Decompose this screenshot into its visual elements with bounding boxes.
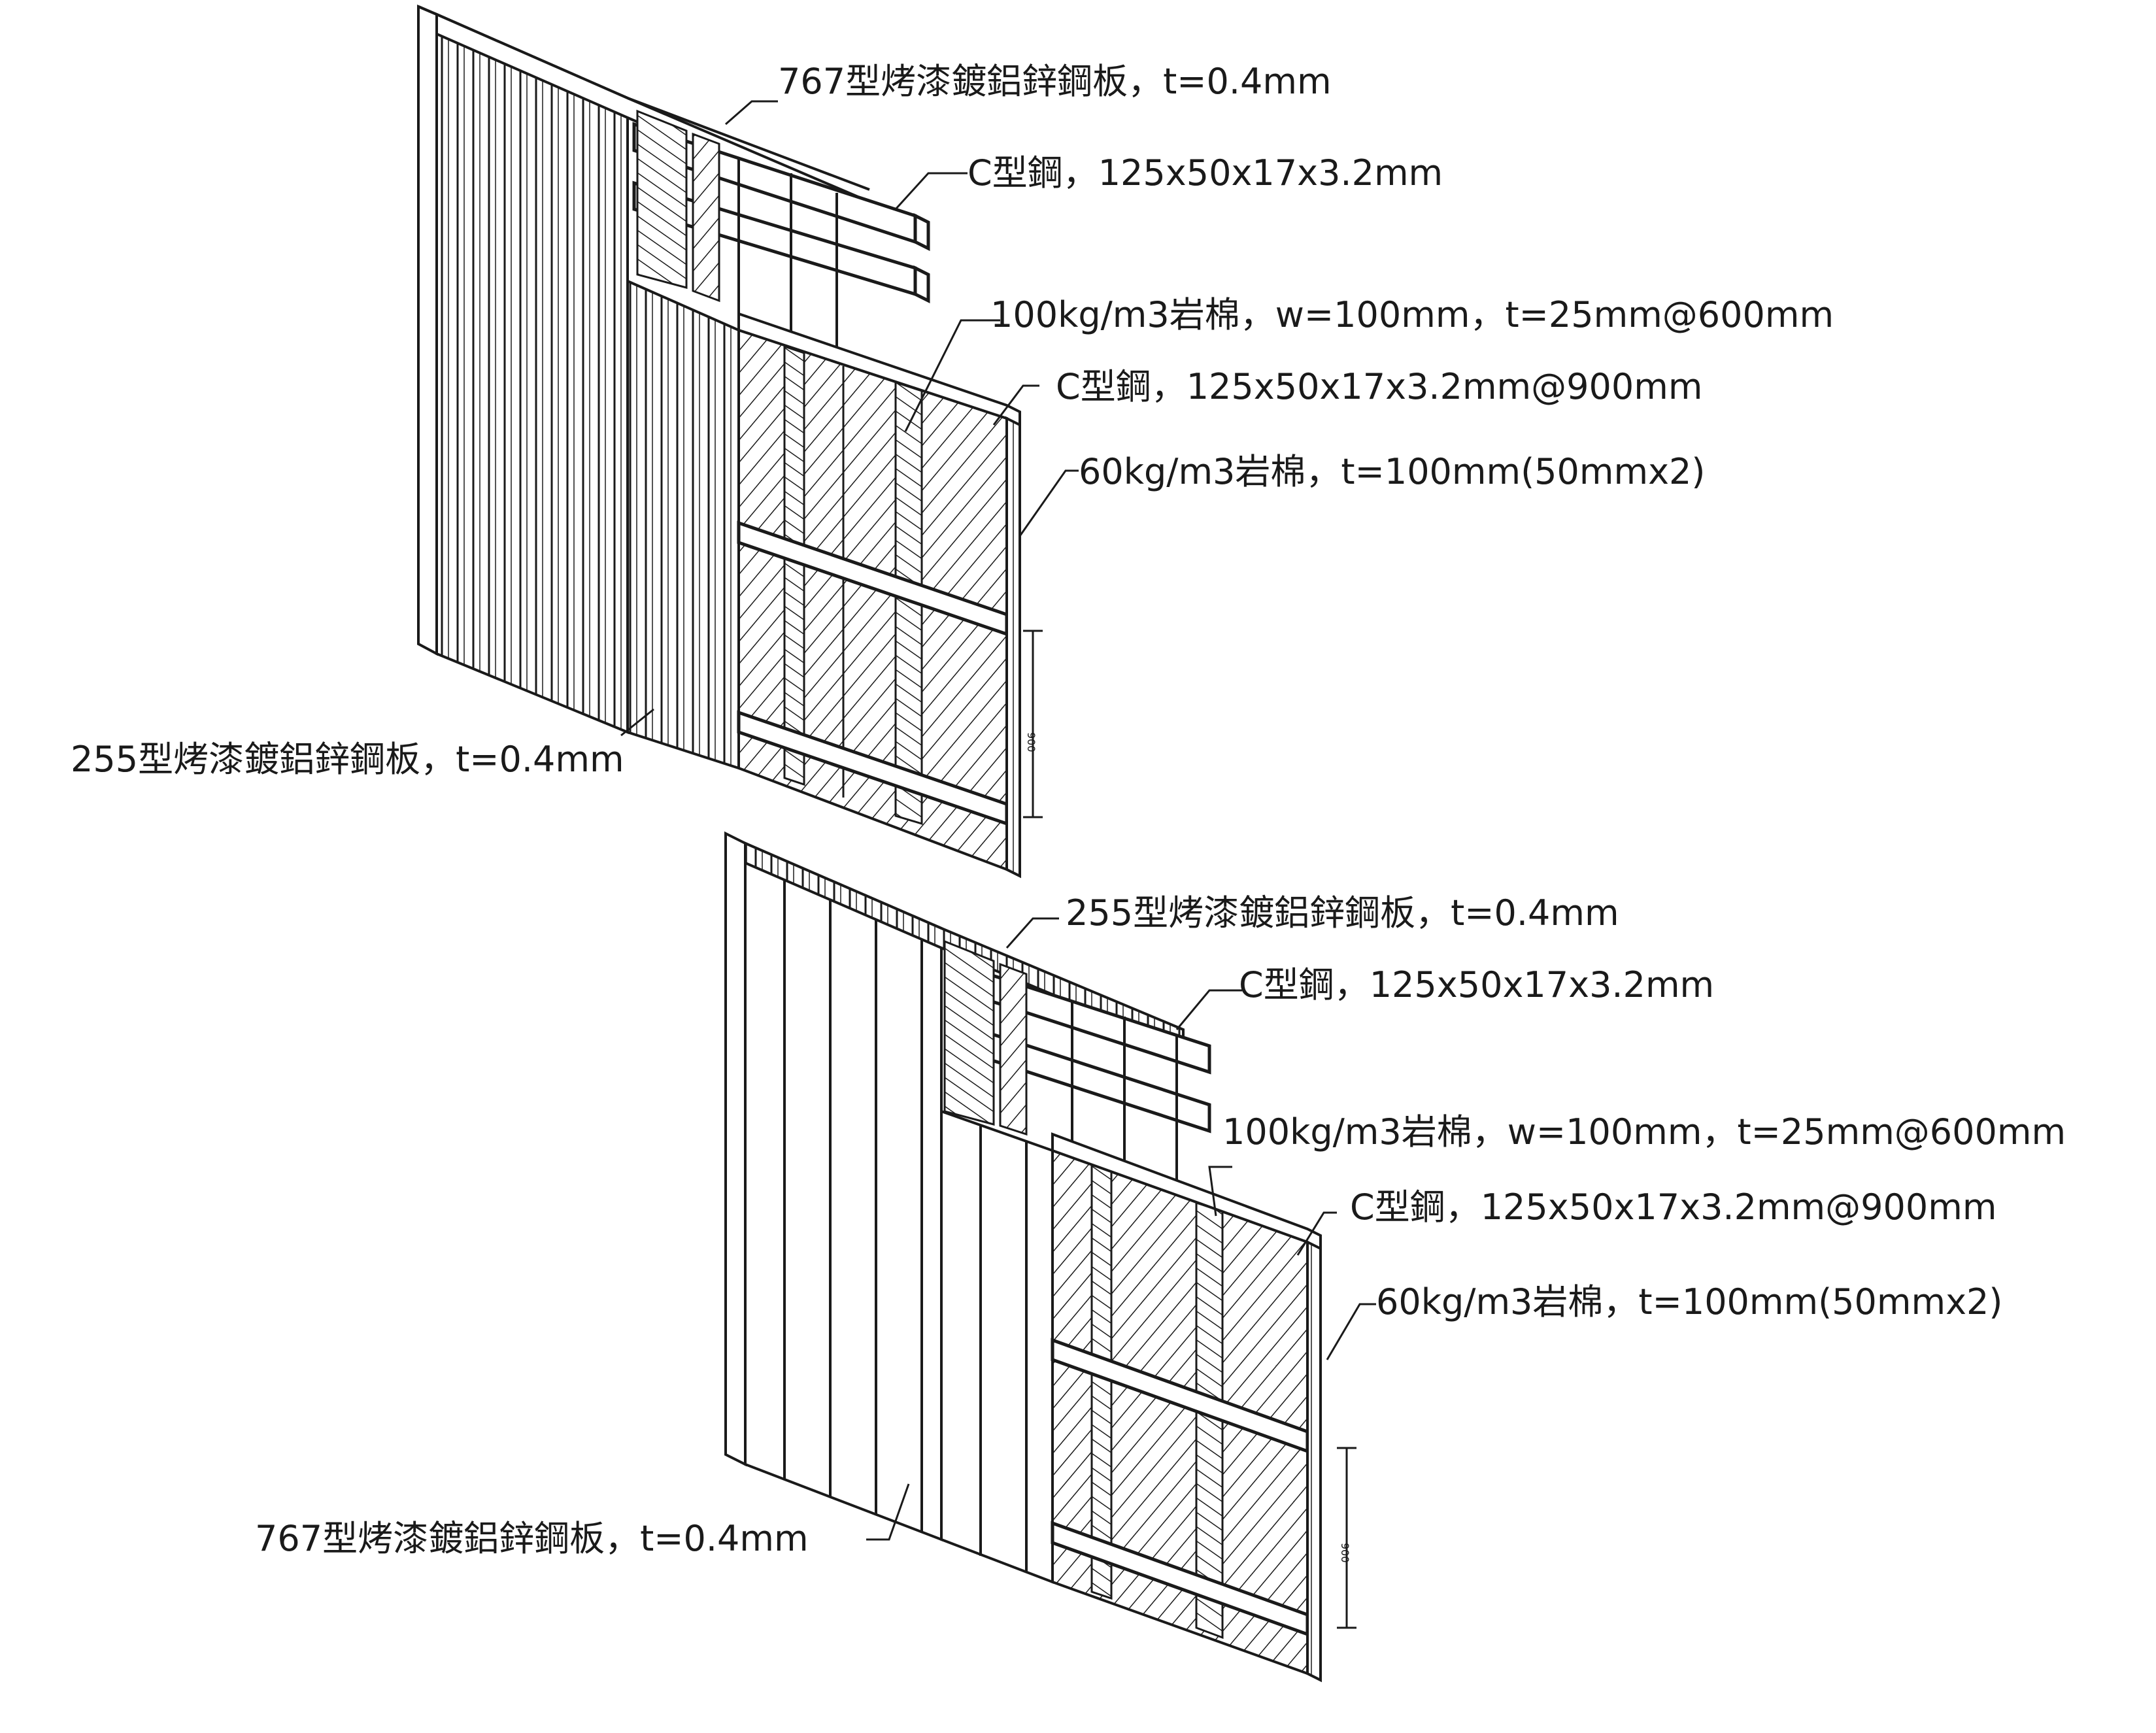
upper-label-girt-top: C型鋼，125x50x17x3.2mm	[968, 152, 1443, 193]
upper-outer-panel-255	[417, 4, 740, 770]
lower-rock-wool-60	[1051, 1149, 1309, 1675]
lower-main-girts	[1051, 1132, 1322, 1683]
upper-assembly: 900	[417, 4, 1079, 879]
lower-label-girt-top: C型鋼，125x50x17x3.2mm	[1239, 964, 1715, 1005]
upper-label-outer-panel: 255型烤漆鍍鋁鋅鋼板，t=0.4mm	[71, 739, 624, 780]
upper-dimension: 900	[1023, 630, 1043, 818]
lower-label-wool: 60kg/m3岩棉，t=100mm(50mmx2)	[1376, 1281, 2003, 1322]
lower-label-dense-wool: 100kg/m3岩棉，w=100mm，t=25mm@600mm	[1222, 1111, 2066, 1153]
lower-assembly: 900	[724, 831, 1376, 1683]
lower-label-girt-main: C型鋼，125x50x17x3.2mm@900mm	[1350, 1186, 1997, 1228]
lower-leaders	[866, 917, 1376, 1541]
upper-leaders	[620, 100, 1079, 737]
upper-dense-wool-top	[636, 109, 720, 303]
upper-label-dense-wool: 100kg/m3岩棉，w=100mm，t=25mm@600mm	[990, 294, 1834, 335]
lower-dimension-value: 900	[1339, 1543, 1351, 1563]
lower-outer-panel-767	[724, 831, 1054, 1584]
lower-label-outer-panel: 767型烤漆鍍鋁鋅鋼板，t=0.4mm	[255, 1518, 809, 1559]
upper-label-wool: 60kg/m3岩棉，t=100mm(50mmx2)	[1079, 451, 1706, 492]
upper-main-girts	[737, 312, 1021, 879]
upper-dimension-value: 900	[1025, 732, 1037, 752]
lower-dimension: 900	[1337, 1447, 1356, 1629]
upper-label-girt-main: C型鋼，125x50x17x3.2mm@900mm	[1056, 366, 1703, 407]
upper-label-top-panel: 767型烤漆鍍鋁鋅鋼板，t=0.4mm	[778, 61, 1332, 102]
lower-dense-wool-top	[943, 939, 1028, 1136]
lower-label-top-panel: 255型烤漆鍍鋁鋅鋼板，t=0.4mm	[1066, 892, 1619, 934]
